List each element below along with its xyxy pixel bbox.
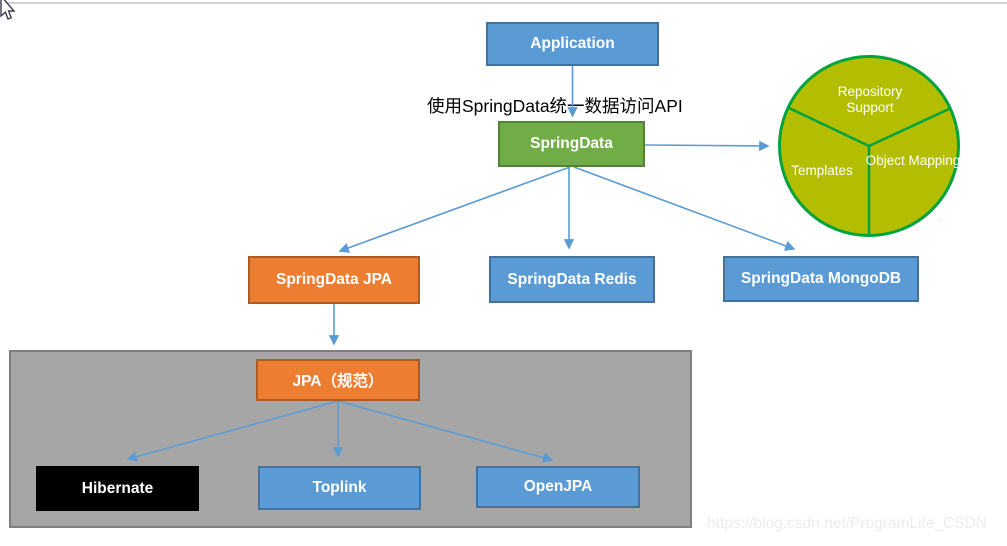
annotation-text: 使用SpringData统一数据访问API <box>427 96 683 116</box>
mouse-cursor-icon <box>0 0 16 20</box>
node-hibernate: Hibernate <box>36 466 199 511</box>
node-springdata-mongodb: SpringData MongoDB <box>723 256 919 302</box>
node-springdata-redis: SpringData Redis <box>489 256 655 303</box>
node-jpa-spec: JPA（规范） <box>256 359 420 401</box>
circle-label-templates: Templates <box>791 163 853 178</box>
node-springdata: SpringData <box>498 121 645 167</box>
arrow-springdata-to-circle <box>644 140 770 152</box>
arrow-springdata-to-jpa <box>338 166 571 253</box>
circle-label-object-mapping: Object Mapping <box>865 153 961 168</box>
top-border-line <box>0 2 1007 4</box>
csdn-watermark: https://blog.csdn.net/ProgramLife_CSDN <box>707 515 987 532</box>
circle-label-repository-support: Repository Support <box>837 84 903 115</box>
node-toplink: Toplink <box>258 466 421 510</box>
node-springdata-jpa: SpringData JPA <box>248 256 420 304</box>
node-openjpa: OpenJPA <box>476 466 640 508</box>
node-application: Application <box>486 22 659 66</box>
arrow-springdata-to-mongodb <box>573 166 796 251</box>
